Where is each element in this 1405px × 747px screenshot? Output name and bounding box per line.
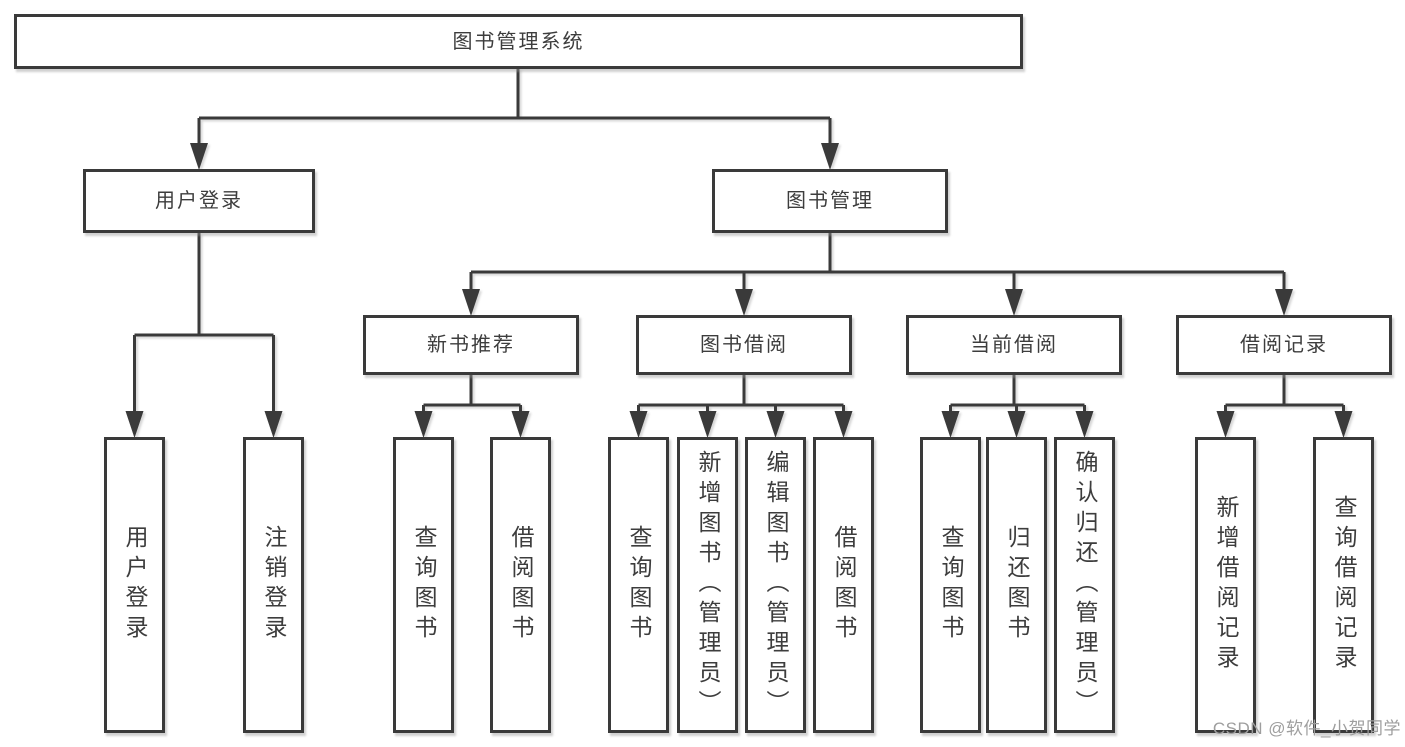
node-label: 注销登录 [261,525,287,645]
node-book-management: 图书管理 [712,169,948,233]
csdn-watermark: CSDN @软件_小贺同学 [1212,719,1401,738]
node-label: 新书推荐 [427,334,515,356]
arrowheads [125,143,1353,438]
node-label: 借阅图书 [831,525,857,645]
node-label: 借阅记录 [1240,334,1328,356]
node-current-borrowing: 当前借阅 [906,315,1122,375]
node-book-borrowing: 图书借阅 [636,315,852,375]
node-label: 图书借阅 [700,334,788,356]
node-label: 归还图书 [1004,525,1030,645]
node-leaf-query-books-current: 查询图书 [920,437,981,733]
node-leaf-add-books-admin: 新增图书（管理员） [677,437,738,733]
node-leaf-query-borrow-record: 查询借阅记录 [1313,437,1374,733]
node-new-book-recommend: 新书推荐 [363,315,579,375]
node-label: 用户登录 [155,190,243,212]
node-label: 用户登录 [122,525,148,645]
node-label: 查询图书 [411,525,437,645]
node-leaf-edit-books-admin: 编辑图书（管理员） [745,437,806,733]
node-label: 新增图书（管理员） [695,450,721,720]
node-borrowing-records: 借阅记录 [1176,315,1392,375]
node-label: 查询借阅记录 [1331,495,1357,675]
node-label: 编辑图书（管理员） [763,450,789,720]
node-root: 图书管理系统 [14,14,1023,69]
node-label: 当前借阅 [970,334,1058,356]
node-label: 确认归还（管理员） [1072,450,1098,720]
node-leaf-logout: 注销登录 [243,437,304,733]
node-leaf-borrow-books: 借阅图书 [813,437,874,733]
node-label: 借阅图书 [508,525,534,645]
node-leaf-user-login: 用户登录 [104,437,165,733]
node-leaf-query-books-recommend: 查询图书 [393,437,454,733]
node-leaf-confirm-return-admin: 确认归还（管理员） [1054,437,1115,733]
node-label: 新增借阅记录 [1213,495,1239,675]
connector-lines [133,68,1345,413]
node-leaf-borrow-books-recommend: 借阅图书 [490,437,551,733]
node-leaf-return-books: 归还图书 [986,437,1047,733]
node-label: 查询图书 [938,525,964,645]
node-leaf-query-books-borrow: 查询图书 [608,437,669,733]
node-label: 查询图书 [626,525,652,645]
node-label: 图书管理系统 [452,30,585,53]
node-user-login: 用户登录 [83,169,315,233]
node-leaf-add-borrow-record: 新增借阅记录 [1195,437,1256,733]
node-label: 图书管理 [786,190,874,212]
